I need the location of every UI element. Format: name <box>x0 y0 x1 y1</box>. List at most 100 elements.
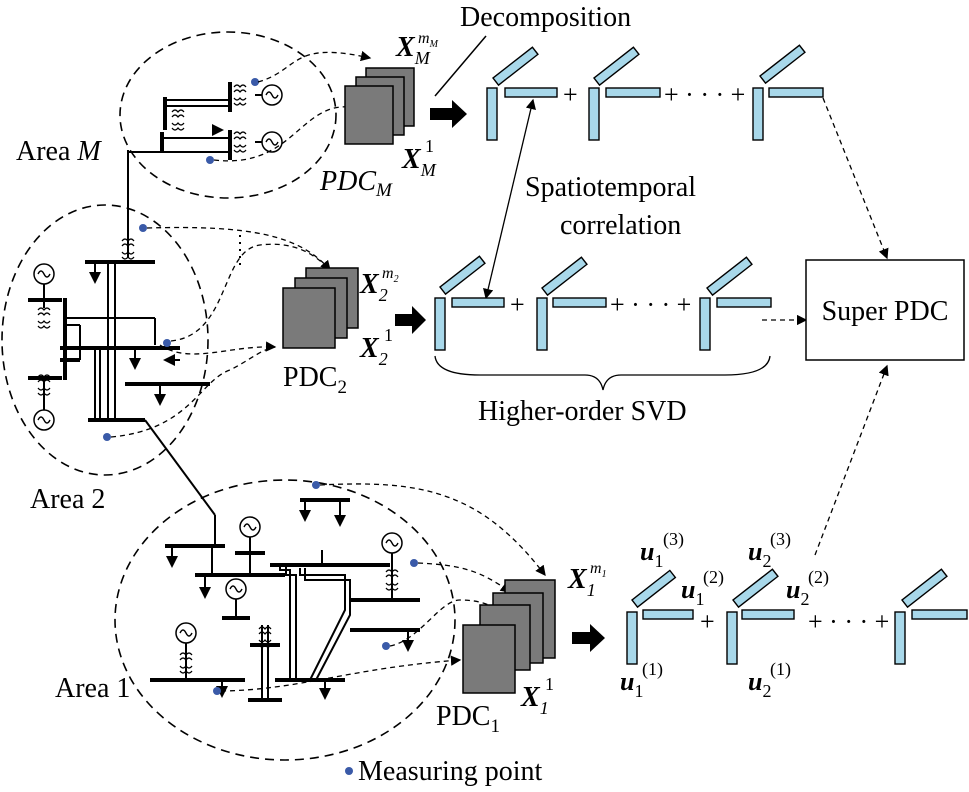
super-pdc-box <box>805 259 965 361</box>
pdc-2-stack <box>282 267 359 349</box>
tensor-x1-sub: 1 <box>587 580 596 600</box>
vector-u2-2-label: u <box>786 575 800 604</box>
svg-text:u2: u2 <box>786 575 809 609</box>
tensor-x11-sub: 1 <box>540 698 549 718</box>
vector-u1-3-sub: 1 <box>654 551 663 571</box>
area-1-label: Area 1 <box>55 673 130 704</box>
area-2-label: Area 2 <box>30 484 105 515</box>
vector-u2-3-label: u <box>748 537 762 566</box>
vector-u1-2-sup: (2) <box>703 567 724 588</box>
legend-label: Measuring point <box>358 756 543 787</box>
spatiotemporal-label-line1: Spatiotemporal <box>525 172 696 203</box>
pdc-1-stack <box>462 579 556 694</box>
tensor-x21-label: X <box>359 333 380 364</box>
svg-text:m1: m1 <box>590 560 607 580</box>
pdc-m-label: PDC <box>319 166 376 197</box>
measuring-point <box>410 559 418 567</box>
tensor-x21-sup: 1 <box>384 325 393 345</box>
measuring-point-legend-icon <box>345 767 353 775</box>
area-m-boundary <box>119 31 337 199</box>
tensor-xm-sub: M <box>414 48 431 68</box>
plus-dots: + · · · + <box>664 80 745 109</box>
decomposition-label: Decomposition <box>460 2 631 33</box>
svg-text:X2: X2 <box>359 269 388 305</box>
plus-sign: + <box>563 80 578 109</box>
area-1-grid <box>150 498 420 702</box>
vector-u2-1-sup: (1) <box>770 659 791 680</box>
vector-u2-2-sup: (2) <box>808 567 829 588</box>
area-m-label-var: M <box>76 136 102 167</box>
measuring-point <box>213 687 221 695</box>
vector-u2-2-sub: 2 <box>800 589 809 609</box>
tensor-xm1-sup: 1 <box>425 136 434 156</box>
svg-text:PDC1: PDC1 <box>436 701 500 737</box>
tensor-xm-sup-sub: M <box>429 39 439 50</box>
factor-row-m: + + · · · + <box>486 44 824 141</box>
area-2-boundary <box>1 204 209 476</box>
super-pdc-label: Super PDC <box>822 296 949 327</box>
tensor-xm-sup: m <box>418 30 430 47</box>
plus-sign: + <box>510 290 525 319</box>
tensor-x21-sub: 2 <box>379 349 388 369</box>
area-m-grid <box>127 82 283 244</box>
tensor-xm1-label: X <box>401 144 422 175</box>
pdc-2-label: PDC <box>283 362 337 393</box>
tensor-x2-sup: m <box>382 265 394 282</box>
arrow-pdc-1-to-decomp <box>572 624 605 652</box>
svg-text:X2: X2 <box>359 333 388 369</box>
svg-text:u2: u2 <box>748 667 771 701</box>
vector-u1-3-label: u <box>640 537 654 566</box>
vector-u2-3-sup: (3) <box>770 529 791 550</box>
svg-text:X1: X1 <box>567 564 596 600</box>
tensor-xm-label: X <box>395 32 416 63</box>
tensor-x2-sub: 2 <box>379 285 388 305</box>
pdc-m-stack <box>344 67 415 145</box>
tensor-x1-sup-sub: 1 <box>602 569 607 580</box>
vector-u1-2-sub: 1 <box>695 589 704 609</box>
svg-text:m2: m2 <box>382 265 399 285</box>
svg-text:XM: XM <box>395 32 431 68</box>
factor-row-1: + + · · · + <box>626 568 968 665</box>
svg-text:Area M: Area M <box>16 136 102 167</box>
measuring-point <box>312 481 320 489</box>
vector-u2-1-sub: 2 <box>762 681 771 701</box>
vector-u1-1-label: u <box>620 667 634 696</box>
factor-row-2: + + · · · + <box>434 255 772 351</box>
vector-u2-3-sub: 2 <box>762 551 771 571</box>
svg-text:PDC2: PDC2 <box>283 362 347 398</box>
measuring-point <box>103 433 111 441</box>
area-2-grid <box>28 238 216 516</box>
svg-text:mM: mM <box>418 30 439 50</box>
pdc-m-label-sub: M <box>375 180 393 201</box>
measuring-point <box>139 224 147 232</box>
arrow-pdc-2-to-decomp <box>395 306 426 334</box>
vector-u2-1-label: u <box>748 667 762 696</box>
area-2-group <box>1 204 331 516</box>
vector-u1-1-sub: 1 <box>634 681 643 701</box>
measuring-point <box>382 642 390 650</box>
svg-text:PDCM: PDCM <box>319 166 393 201</box>
legend: Measuring point <box>345 756 543 787</box>
svg-text:u1: u1 <box>681 575 704 609</box>
pdc-1-label-sub: 1 <box>490 716 500 737</box>
tensor-xm1-sub: M <box>420 160 437 180</box>
measuring-point <box>163 339 171 347</box>
svg-text:X1: X1 <box>520 682 549 718</box>
vector-u1-3-sup: (3) <box>663 529 684 550</box>
svg-text:u1: u1 <box>640 537 663 571</box>
area-1-boundary <box>114 479 456 761</box>
spatiotemporal-label-line2: correlation <box>560 210 681 241</box>
svg-text:u2: u2 <box>748 537 771 571</box>
tensor-x11-label: X <box>520 682 541 713</box>
plus-dots: + · · · + <box>808 607 889 636</box>
tensor-x2-label: X <box>359 269 380 300</box>
pdc-1-label: PDC <box>436 701 490 732</box>
measuring-point <box>206 156 214 164</box>
vector-u1-1-sup: (1) <box>642 659 663 680</box>
svg-text:XM: XM <box>401 144 437 180</box>
tensor-x1-sup: m <box>590 560 602 577</box>
area-1-group <box>114 479 546 761</box>
area-m-label: Area <box>16 136 77 167</box>
vector-u1-2-label: u <box>681 575 695 604</box>
svg-text:u1: u1 <box>620 667 643 701</box>
